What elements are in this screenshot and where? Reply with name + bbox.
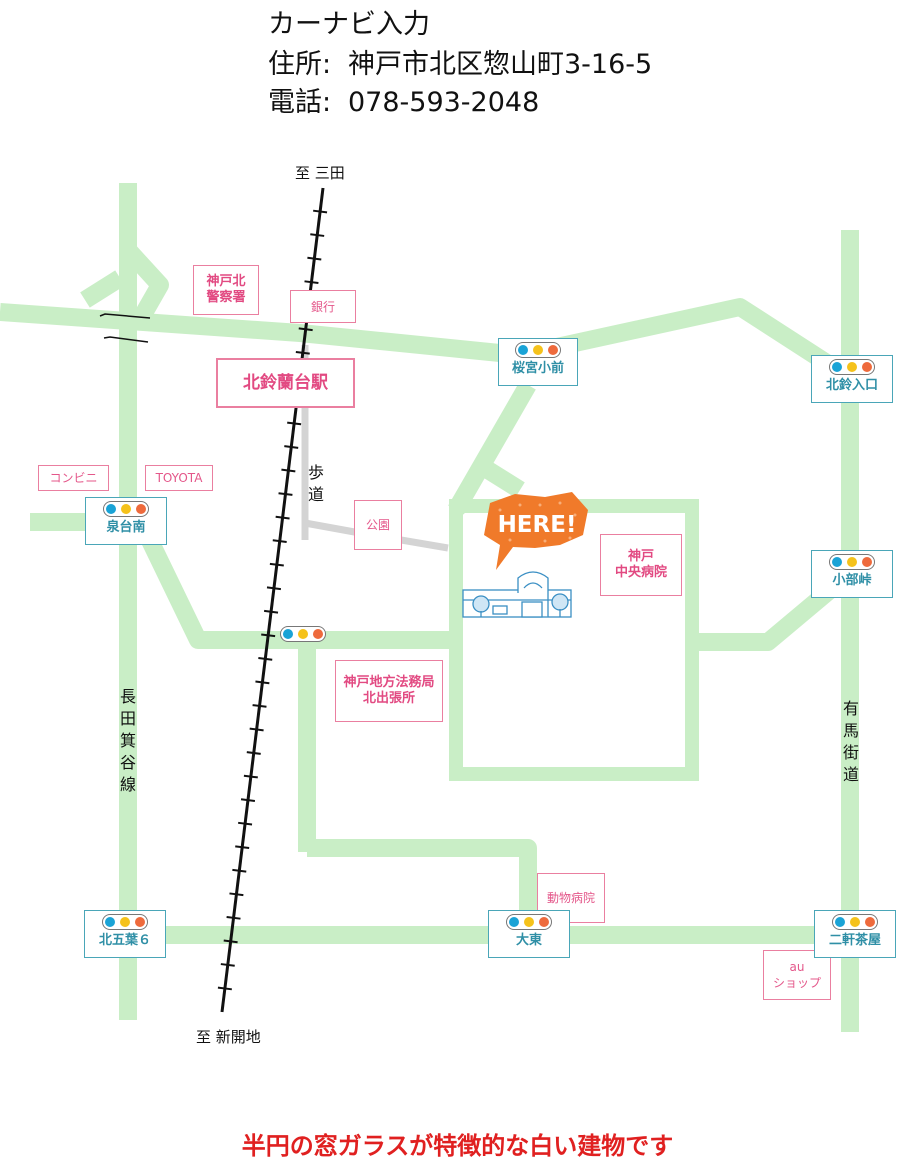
rail-tie	[255, 680, 270, 685]
rail-tie	[310, 233, 325, 237]
rail-north-label: 至 三田	[295, 164, 345, 182]
signal-kobe-toge: 小部峠	[811, 550, 893, 598]
signal-label: 北鈴入口	[825, 378, 878, 393]
rail-tie	[263, 609, 279, 614]
rail-tie	[252, 704, 267, 708]
rail-tie	[313, 209, 328, 214]
address-value: 神戸市北区惣山町3-16-5	[348, 49, 653, 80]
road-nagata-label: 長田箕谷線	[119, 687, 136, 794]
rail-tie	[220, 963, 235, 967]
traffic-light-icon	[829, 359, 875, 375]
signal-niken-chaya: 二軒茶屋	[814, 910, 896, 958]
bridge-marks	[99, 313, 151, 343]
kobe-central-hospital: 神戸 中央病院	[600, 534, 682, 596]
signal-sakuramiya: 桜宮小前	[498, 338, 578, 386]
address-line: 住所: 神戸市北区惣山町3-16-5	[268, 48, 652, 82]
rail-tie	[258, 657, 273, 661]
road-loop	[121, 243, 169, 325]
animal-hospital: 動物病院	[537, 873, 605, 923]
rail-tie	[240, 798, 256, 802]
police-station: 神戸北 警察署	[193, 265, 259, 315]
rail-tie	[287, 421, 302, 426]
traffic-light-icon	[832, 914, 878, 930]
nav-title: カーナビ入力	[268, 9, 430, 40]
signal-label: 北五葉６	[98, 933, 151, 948]
road-spur	[483, 462, 525, 498]
rail-tie	[217, 986, 232, 991]
signal-label: 小部峠	[832, 573, 872, 588]
rail-tie	[304, 280, 319, 285]
rail-tie	[266, 586, 282, 591]
rail-tie	[238, 821, 253, 826]
rail-tie	[229, 892, 244, 897]
rail-tie	[243, 774, 258, 779]
rail-tie	[226, 915, 241, 920]
building-icon	[462, 571, 572, 618]
here-marker	[484, 492, 588, 570]
traffic-light-icon	[103, 501, 149, 517]
traffic-light-icon	[280, 626, 326, 642]
address-label: 住所:	[268, 49, 332, 80]
park: 公園	[354, 500, 402, 550]
legal-affairs-office: 神戸地方法務局 北出張所	[335, 660, 443, 722]
au-shop: au ショップ	[763, 950, 831, 1000]
road-daito	[307, 839, 537, 935]
convenience-store: コンビニ	[38, 465, 109, 491]
signal-label: 大東	[515, 933, 542, 948]
road-kobetoge	[690, 583, 836, 651]
rail-tie	[295, 350, 310, 355]
rail-tie	[261, 633, 276, 638]
traffic-light-icon	[102, 914, 148, 930]
station-kitasuzurandai: 北鈴蘭台駅	[216, 358, 355, 408]
phone-label: 電話:	[268, 87, 332, 118]
road-loop-b	[80, 270, 125, 308]
toyota-dealer: TOYOTA	[145, 465, 213, 491]
signal-izumidai-minami: 泉台南	[85, 497, 167, 545]
traffic-light-icon	[506, 914, 552, 930]
rail-tie	[275, 515, 290, 520]
rail-tie	[298, 327, 313, 332]
rail-tie	[278, 492, 293, 496]
walkway-label: 歩道	[307, 463, 324, 504]
signal-label: 泉台南	[106, 520, 146, 535]
rail-south-label: 至 新開地	[196, 1028, 261, 1046]
signal-daito: 大東	[488, 910, 570, 958]
bank: 銀行	[290, 290, 356, 323]
rail-tie	[249, 727, 264, 732]
rail-tie	[269, 562, 284, 567]
building-description: 半円の窓ガラスが特徴的な白い建物です	[241, 1132, 674, 1160]
phone-value: 078-593-2048	[348, 87, 540, 118]
signal-kitagoyo-6: 北五葉６	[84, 910, 166, 958]
signal-label: 二軒茶屋	[828, 933, 881, 948]
rail-tie	[284, 445, 299, 449]
rail-tie	[246, 751, 261, 755]
traffic-light-icon	[515, 342, 561, 358]
road-sakuramiya	[448, 380, 536, 515]
rail-tie	[235, 845, 250, 850]
signal-kitasuzu-entrance: 北鈴入口	[811, 355, 893, 403]
traffic-light-icon	[829, 554, 875, 570]
phone-line: 電話: 078-593-2048	[268, 86, 539, 120]
here-label: HERE!	[497, 512, 577, 538]
rail-tie	[272, 539, 287, 543]
signal-label: 桜宮小前	[511, 361, 564, 376]
road-middle	[131, 516, 455, 649]
rail-tie	[223, 939, 238, 944]
rail-tie	[307, 256, 322, 261]
roads	[0, 183, 870, 1032]
road-arima-label: 有馬街道	[842, 699, 859, 784]
rail-tie	[232, 868, 247, 873]
rail-tie	[281, 468, 296, 473]
